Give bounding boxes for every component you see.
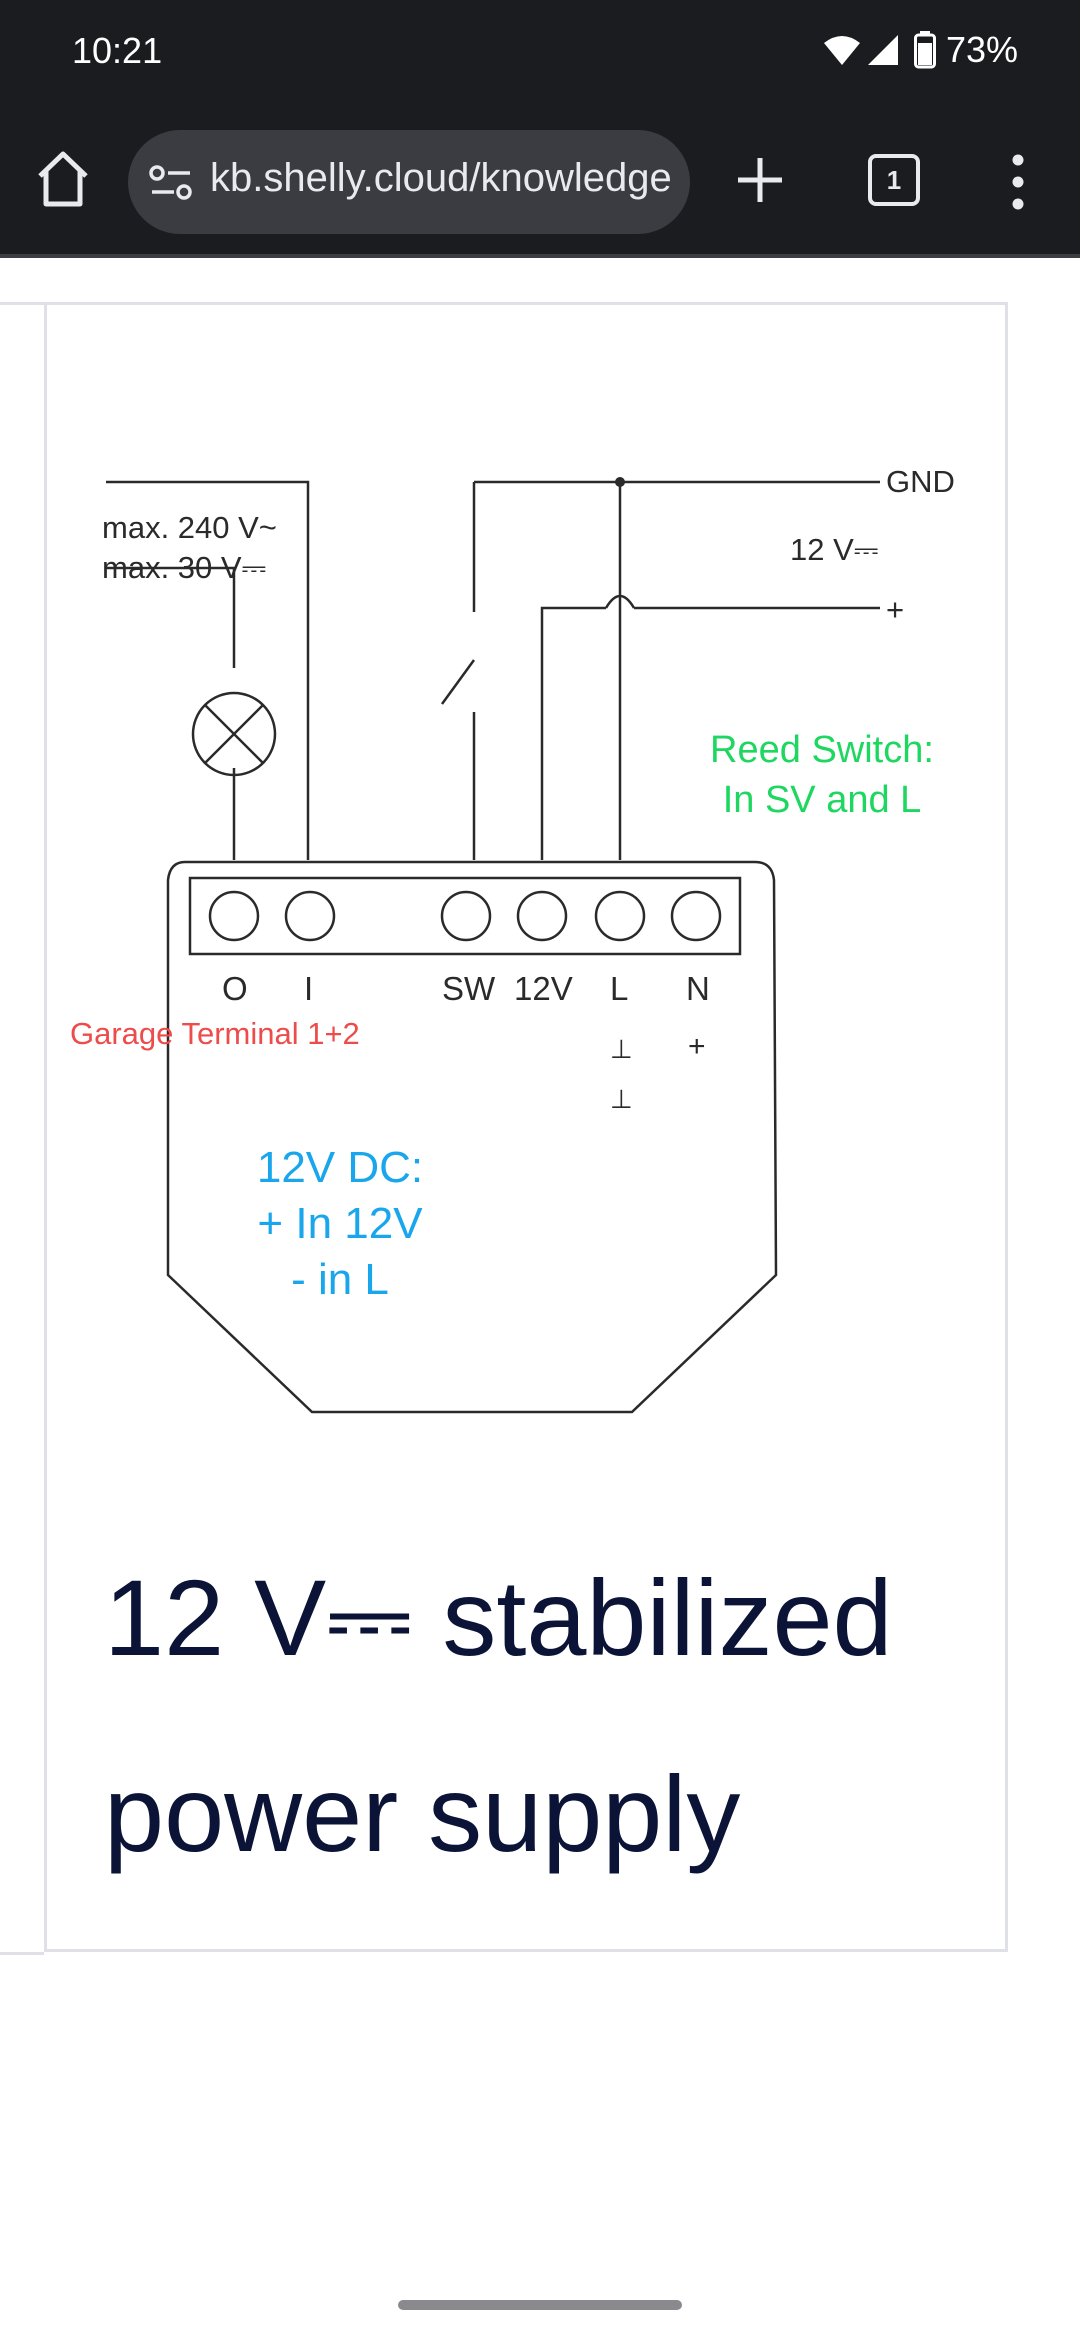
garage-terminal-annotation: Garage Terminal 1+2 — [70, 1016, 360, 1051]
max-voltage-ac-label: max. 240 V~ — [102, 510, 277, 545]
status-time: 10:21 — [72, 30, 163, 71]
wifi-icon — [823, 36, 860, 65]
url-bar[interactable]: kb.shelly.cloud/knowledge — [128, 130, 690, 234]
reed-switch-annotation-line: In SV and L — [723, 779, 922, 821]
wiring-diagram-card — [44, 302, 1008, 1952]
dc-supply-annotation-line: - in L — [291, 1255, 389, 1304]
dc-supply-annotation-line: 12V DC: — [257, 1143, 423, 1192]
status-icons: 73% — [822, 28, 1018, 72]
home-indicator-bar[interactable] — [398, 2300, 682, 2310]
more-vert-icon[interactable] — [1000, 150, 1036, 214]
browser-toolbar: kb.shelly.cloud/knowledge 1 — [0, 110, 1080, 256]
terminal-label-n: N — [686, 970, 710, 1007]
terminal-label-12v: 12V — [514, 970, 573, 1007]
terminal-label-i: I — [304, 970, 313, 1007]
plus-label: + — [886, 592, 904, 627]
divider-line — [0, 1952, 44, 1955]
section-heading: 12 V⎓ stabilized power supply — [104, 1520, 984, 1912]
n-polarity-mark: + — [688, 1030, 706, 1063]
divider-line — [0, 302, 44, 305]
battery-percent: 73% — [945, 29, 1018, 70]
signal-icon — [867, 35, 898, 65]
home-icon[interactable] — [28, 144, 98, 214]
section-heading-line: power supply — [104, 1753, 741, 1874]
dc-supply-annotation-line: + In 12V — [257, 1199, 423, 1248]
section-heading-line: 12 V⎓ stabilized — [104, 1557, 893, 1678]
tab-switcher-icon[interactable]: 1 — [868, 154, 920, 206]
plus-icon[interactable] — [730, 150, 790, 210]
max-voltage-dc-label: max. 30 V⎓ — [102, 550, 266, 585]
url-text[interactable]: kb.shelly.cloud/knowledge — [210, 156, 672, 200]
supply-voltage-label: 12 V⎓ — [790, 532, 879, 567]
reed-switch-annotation-line: Reed Switch: — [710, 729, 934, 771]
site-settings-icon[interactable] — [148, 160, 194, 206]
terminal-label-l: L — [610, 970, 628, 1007]
l-polarity-mark: ⊥ — [610, 1034, 633, 1064]
status-bar: 10:21 73% — [0, 0, 1080, 110]
wiring-diagram: max. 240 V~ max. 30 V⎓ GND 12 V⎓ + O I S… — [70, 464, 955, 1414]
gnd-label: GND — [886, 464, 955, 499]
toolbar-divider — [0, 254, 1080, 258]
terminal-label-o: O — [222, 970, 248, 1007]
terminal-label-sw: SW — [442, 970, 496, 1007]
battery-icon — [913, 31, 936, 69]
l-polarity-mark: ⊥ — [610, 1084, 633, 1114]
